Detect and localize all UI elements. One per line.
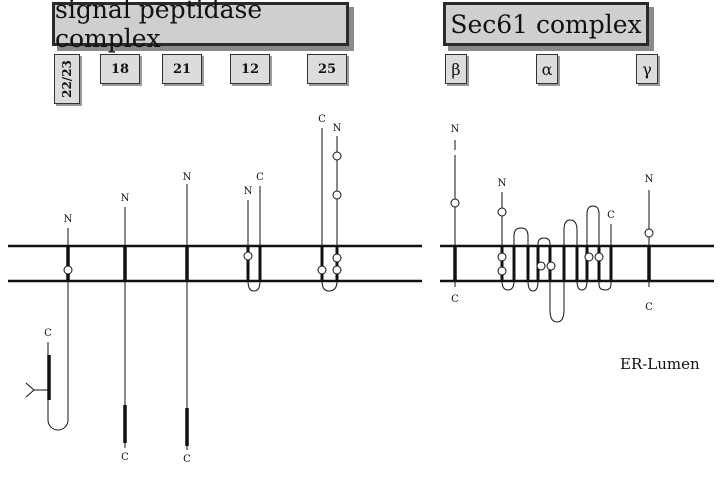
c-terminus-label: C xyxy=(645,302,653,313)
n-terminus-label: N xyxy=(244,186,253,197)
subunit-box-alpha: α xyxy=(536,54,558,84)
residue-circle xyxy=(497,207,507,217)
residue-circle xyxy=(332,190,342,200)
residue-circle xyxy=(332,265,342,275)
protein-spc12 xyxy=(243,186,262,292)
protein-spc22-23 xyxy=(25,228,73,431)
residue-circle xyxy=(332,151,342,161)
n-terminus-label: N xyxy=(451,124,460,135)
n-terminus-label: N xyxy=(183,172,192,183)
residue-circle xyxy=(317,265,327,275)
protein-sec61-gamma xyxy=(644,190,654,287)
residue-circle xyxy=(63,265,73,275)
er-membrane xyxy=(8,244,714,283)
subunit-box-beta: β xyxy=(445,54,467,84)
residue-circle xyxy=(584,252,594,262)
protein-sec61-alpha xyxy=(497,192,613,323)
c-terminus-label: C xyxy=(256,172,264,183)
c-terminus-label: C xyxy=(44,328,52,339)
residue-circle xyxy=(497,252,507,262)
residue-circle xyxy=(536,261,546,271)
sec61-complex-header: Sec61 complex xyxy=(443,2,649,46)
residue-circle xyxy=(450,198,460,208)
n-terminus-label: N xyxy=(64,214,73,225)
subunit-box-18: 18 xyxy=(100,54,140,84)
er-lumen-label: ER-Lumen xyxy=(620,355,700,373)
c-terminus-label: C xyxy=(121,452,129,463)
c-terminus-label: C xyxy=(451,294,459,305)
subunit-box-21: 21 xyxy=(162,54,202,84)
subunit-box-12: 12 xyxy=(230,54,270,84)
n-terminus-label: N xyxy=(645,174,654,185)
protein-sec61-beta xyxy=(450,140,460,287)
c-terminus-label: C xyxy=(607,210,615,221)
subunit-box-22-23: 22/23 xyxy=(54,54,80,104)
residue-circle xyxy=(594,252,604,262)
residue-circle xyxy=(546,261,556,271)
n-terminus-label: N xyxy=(498,178,507,189)
c-terminus-label: C xyxy=(318,114,326,125)
subunit-box-gamma: γ xyxy=(636,54,658,84)
protein-spc25 xyxy=(317,128,342,292)
c-terminus-label: C xyxy=(183,454,191,465)
subunit-box-25: 25 xyxy=(307,54,347,84)
n-terminus-label: N xyxy=(121,193,130,204)
residue-circle xyxy=(497,266,507,276)
residue-circle xyxy=(332,253,342,263)
residue-circle xyxy=(644,228,654,238)
n-terminus-label: N xyxy=(333,123,342,134)
residue-circle xyxy=(243,251,253,261)
